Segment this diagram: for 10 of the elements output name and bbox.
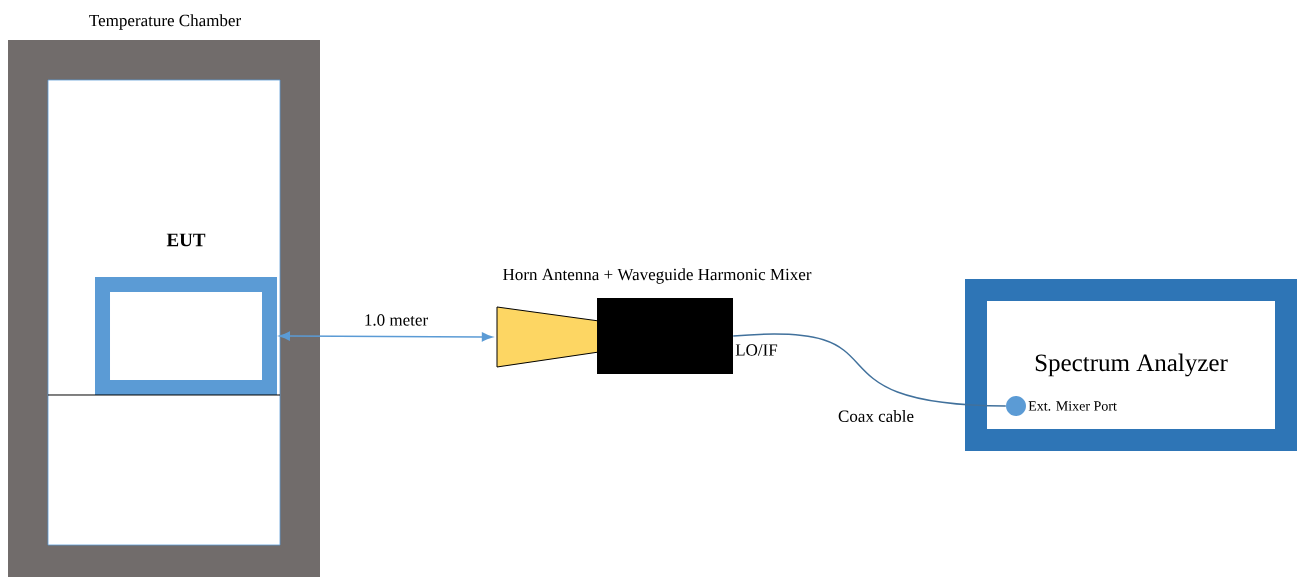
assembly-label: Horn Antenna + Waveguide Harmonic Mixer xyxy=(503,268,812,284)
horn-antenna xyxy=(496,306,600,368)
edge-label: Coax cable xyxy=(837,409,915,423)
port-label: LO/IF xyxy=(735,344,778,356)
edge-label: 1.0 meter xyxy=(362,313,430,327)
coax-cable xyxy=(732,333,1007,407)
node-title: Temperature Chamber xyxy=(89,14,241,30)
node-title: EUT xyxy=(166,233,206,247)
port-label: Ext. Mixer Port xyxy=(1028,401,1117,411)
dimension-arrow xyxy=(279,331,493,342)
